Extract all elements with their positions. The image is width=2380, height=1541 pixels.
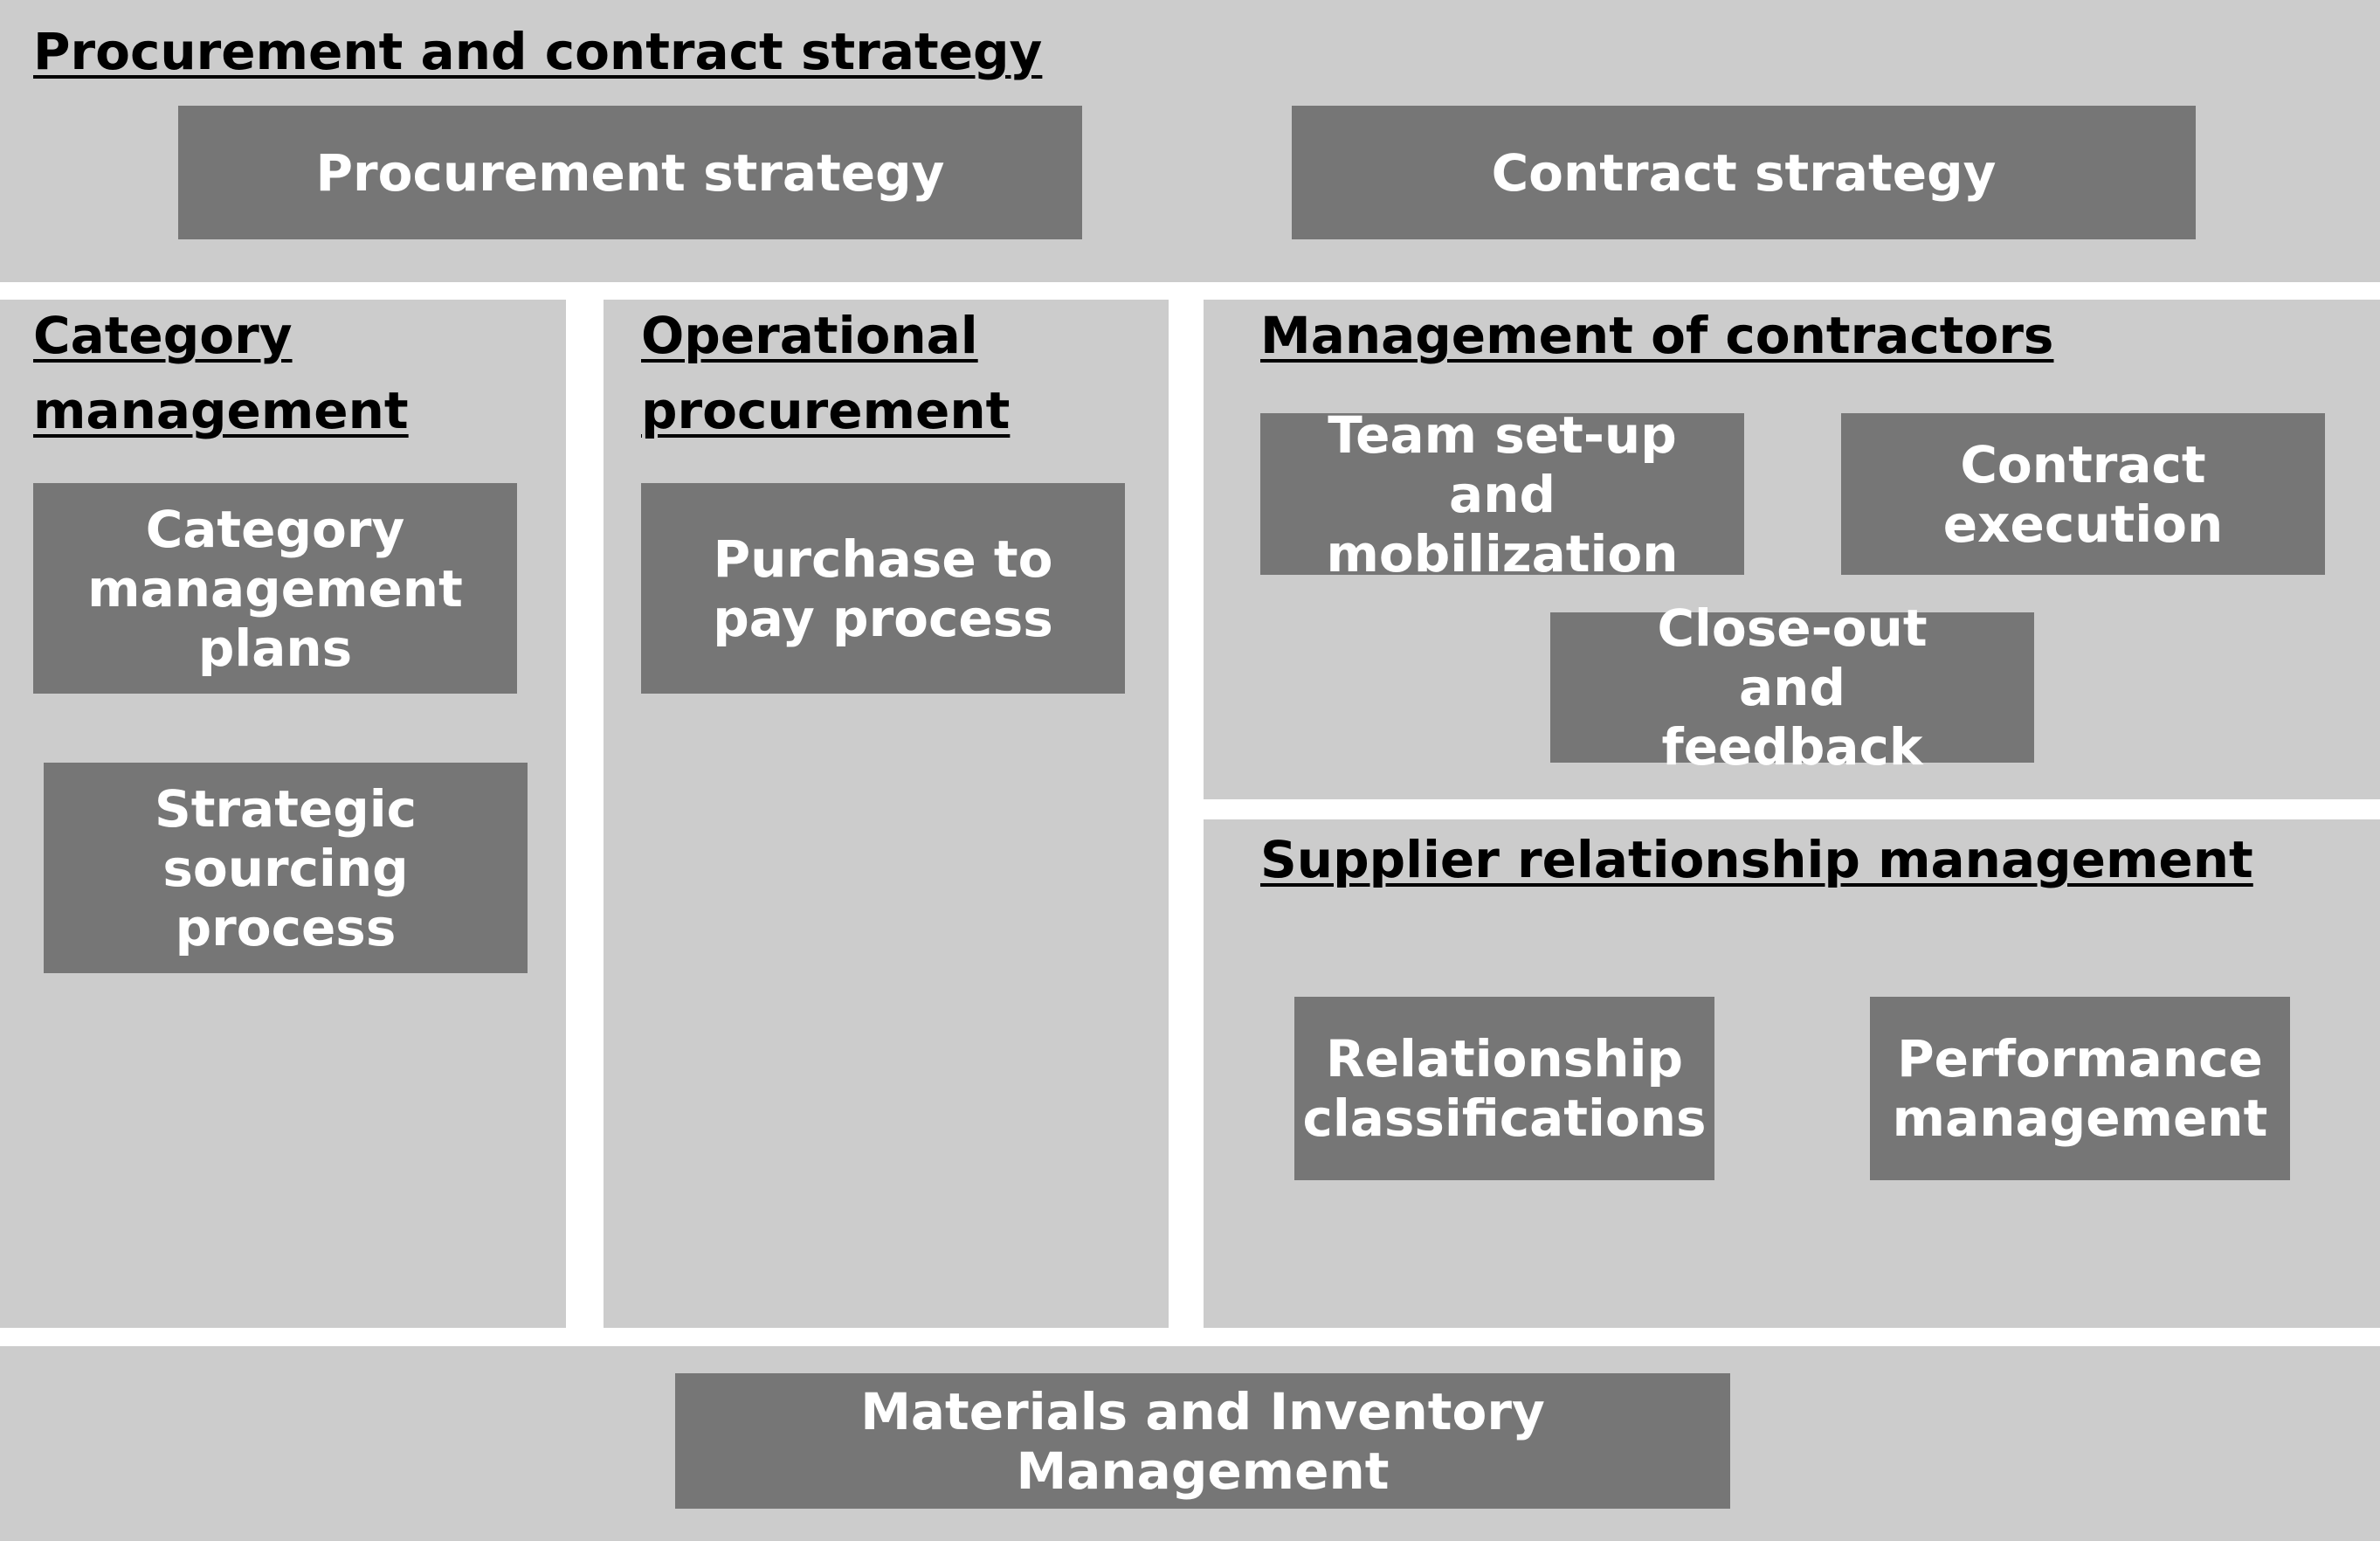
strategic-sourcing-process-box: Strategic sourcing process: [44, 763, 528, 973]
category-management-title: Category management: [33, 306, 409, 440]
supplier-relationship-management-title: Supplier relationship management: [1260, 830, 2253, 889]
procurement-contract-strategy-panel: Procurement and contract strategy Procur…: [0, 0, 2380, 282]
materials-inventory-management-box: Materials and Inventory Management: [675, 1373, 1730, 1509]
materials-inventory-panel: Materials and Inventory Management: [0, 1346, 2380, 1541]
category-management-plans-box: Category management plans: [33, 483, 517, 694]
category-management-panel: Category management Category management …: [0, 300, 566, 1328]
management-of-contractors-panel: Management of contractors Team set-up an…: [1204, 300, 2380, 799]
contract-strategy-box: Contract strategy: [1292, 106, 2196, 239]
team-setup-mobilization-box: Team set-up and mobilization: [1260, 405, 1744, 584]
procurement-contract-strategy-title: Procurement and contract strategy: [33, 22, 1043, 81]
supplier-relationship-management-panel: Supplier relationship management Relatio…: [1204, 819, 2380, 1328]
purchase-to-pay-process-box: Purchase to pay process: [641, 483, 1125, 694]
operational-procurement-title: Operational procurement: [641, 306, 1011, 440]
relationship-classifications-box: Relationship classifications: [1294, 997, 1714, 1180]
performance-management-box: Performance management: [1870, 997, 2290, 1180]
close-out-feedback-box: Close-out and feedback: [1550, 598, 2034, 777]
operational-procurement-panel: Operational procurement Purchase to pay …: [604, 300, 1169, 1328]
procurement-strategy-box: Procurement strategy: [178, 106, 1082, 239]
management-of-contractors-title: Management of contractors: [1260, 306, 2054, 365]
contract-execution-box: Contract execution: [1841, 413, 2325, 575]
